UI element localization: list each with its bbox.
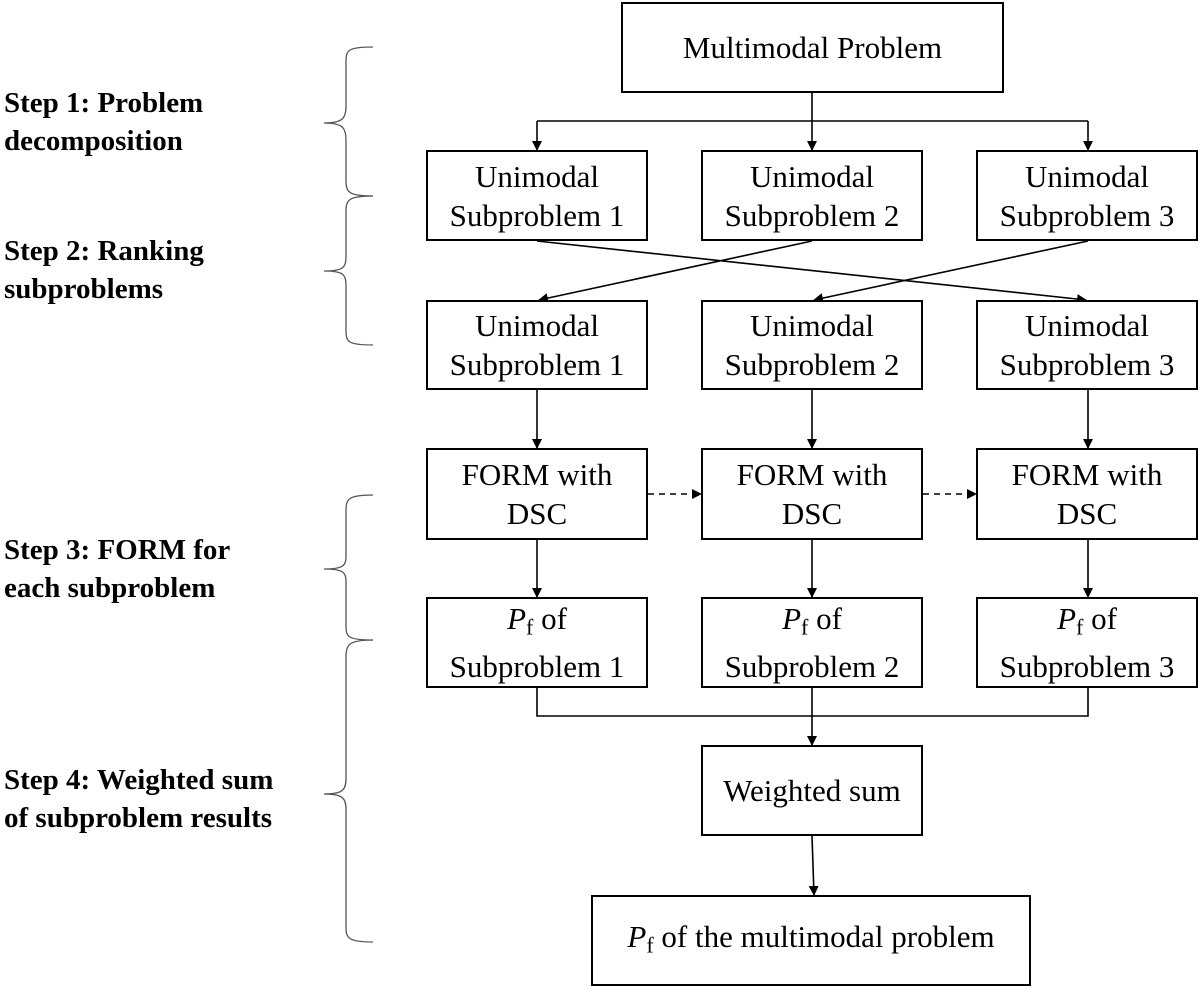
step-2-line1: Step 2: Ranking <box>4 235 204 267</box>
pf-subscript: f <box>646 932 654 958</box>
step-3-label: Step 3: FORM for each subproblem <box>4 531 230 607</box>
weighted-sum-label: Weighted sum <box>723 773 901 808</box>
decomposed-subproblem-3-line2: Subproblem 3 <box>999 197 1175 233</box>
pf-subproblem-1-line1: Pf of <box>450 599 625 647</box>
pf-subproblem-1-line2: Subproblem 1 <box>449 648 625 684</box>
ranked-subproblem-3-line2: Subproblem 3 <box>999 347 1175 382</box>
pf-subproblem-2-line2: Subproblem 2 <box>724 648 900 684</box>
brace-step-3 <box>323 494 374 641</box>
brace-step-2 <box>323 195 374 346</box>
step-1-line2: decomposition <box>4 125 183 157</box>
pf-symbol: P <box>627 918 647 954</box>
rank-arrow-2-to-1 <box>538 240 813 303</box>
ranked-subproblem-2-line1: Unimodal <box>750 308 874 343</box>
form-with-dsc-3-line2: DSC <box>1056 496 1118 531</box>
ranked-subproblem-3-line1: Unimodal <box>1025 308 1149 343</box>
final-pf-box: Pf of the multimodal problem <box>591 895 1031 986</box>
step-2-label: Step 2: Ranking subproblems <box>4 232 204 308</box>
brace-step-1 <box>323 46 374 197</box>
pf-symbol: P <box>507 601 527 637</box>
pf-subproblem-2-line1: Pf of <box>725 599 900 647</box>
ranked-subproblem-2-line2: Subproblem 2 <box>724 347 900 382</box>
decomposed-subproblem-2-line1: Unimodal <box>750 158 874 194</box>
rank-arrow-3-to-2 <box>813 240 1089 303</box>
pf-subproblem-1-box: Pf of Subproblem 1 <box>426 597 648 688</box>
step-3-line1: Step 3: FORM for <box>4 534 231 566</box>
step-4-label: Step 4: Weighted sum of subproblem resul… <box>4 761 273 837</box>
step-3-line2: each subproblem <box>4 572 216 604</box>
decomposed-subproblem-2-line2: Subproblem 2 <box>724 197 900 233</box>
rank-arrow-1-to-3 <box>536 240 1087 305</box>
weighted-sum-box: Weighted sum <box>701 745 923 836</box>
form-with-dsc-2-line2: DSC <box>781 496 843 531</box>
pf-subscript: f <box>526 614 534 640</box>
pf-subproblem-3-line1: Pf of <box>1000 599 1175 647</box>
final-pf-label: Pf of the multimodal problem <box>627 917 994 965</box>
pf-symbol: P <box>782 601 802 637</box>
pf-subproblem-3-box: Pf of Subproblem 3 <box>976 597 1198 688</box>
pf-suffix: of <box>1083 601 1117 637</box>
decomposed-subproblem-1-line1: Unimodal <box>475 158 599 194</box>
pf-suffix: of <box>808 601 842 637</box>
ranked-subproblem-1-line2: Subproblem 1 <box>449 347 625 382</box>
decomposed-subproblem-1-line2: Subproblem 1 <box>449 197 625 233</box>
step-1-label: Step 1: Problem decomposition <box>4 84 203 160</box>
step-4-line2: of subproblem results <box>4 802 273 834</box>
decomposed-subproblem-3-line1: Unimodal <box>1025 158 1149 194</box>
multimodal-problem-box: Multimodal Problem <box>621 2 1004 93</box>
form-with-dsc-2-line1: FORM with <box>736 457 888 492</box>
form-with-dsc-1-line2: DSC <box>506 496 568 531</box>
form-with-dsc-1-line1: FORM with <box>461 457 613 492</box>
pf-suffix: of <box>533 601 567 637</box>
step-2-line2: subproblems <box>4 273 164 305</box>
brace-step-4 <box>323 639 374 943</box>
step-4-line1: Step 4: Weighted sum <box>4 764 274 796</box>
ranked-subproblem-1-line1: Unimodal <box>475 308 599 343</box>
step-1-line1: Step 1: Problem <box>4 87 204 119</box>
arrow-to-final <box>808 835 819 896</box>
pf-subproblem-3-line2: Subproblem 3 <box>999 648 1175 684</box>
pf-subscript: f <box>801 614 809 640</box>
form-with-dsc-3-line1: FORM with <box>1011 457 1163 492</box>
final-pf-suffix: of the multimodal problem <box>653 918 995 954</box>
multimodal-problem-label: Multimodal Problem <box>682 30 943 65</box>
pf-symbol: P <box>1057 601 1077 637</box>
pf-subscript: f <box>1076 614 1084 640</box>
pf-subproblem-2-box: Pf of Subproblem 2 <box>701 597 923 688</box>
